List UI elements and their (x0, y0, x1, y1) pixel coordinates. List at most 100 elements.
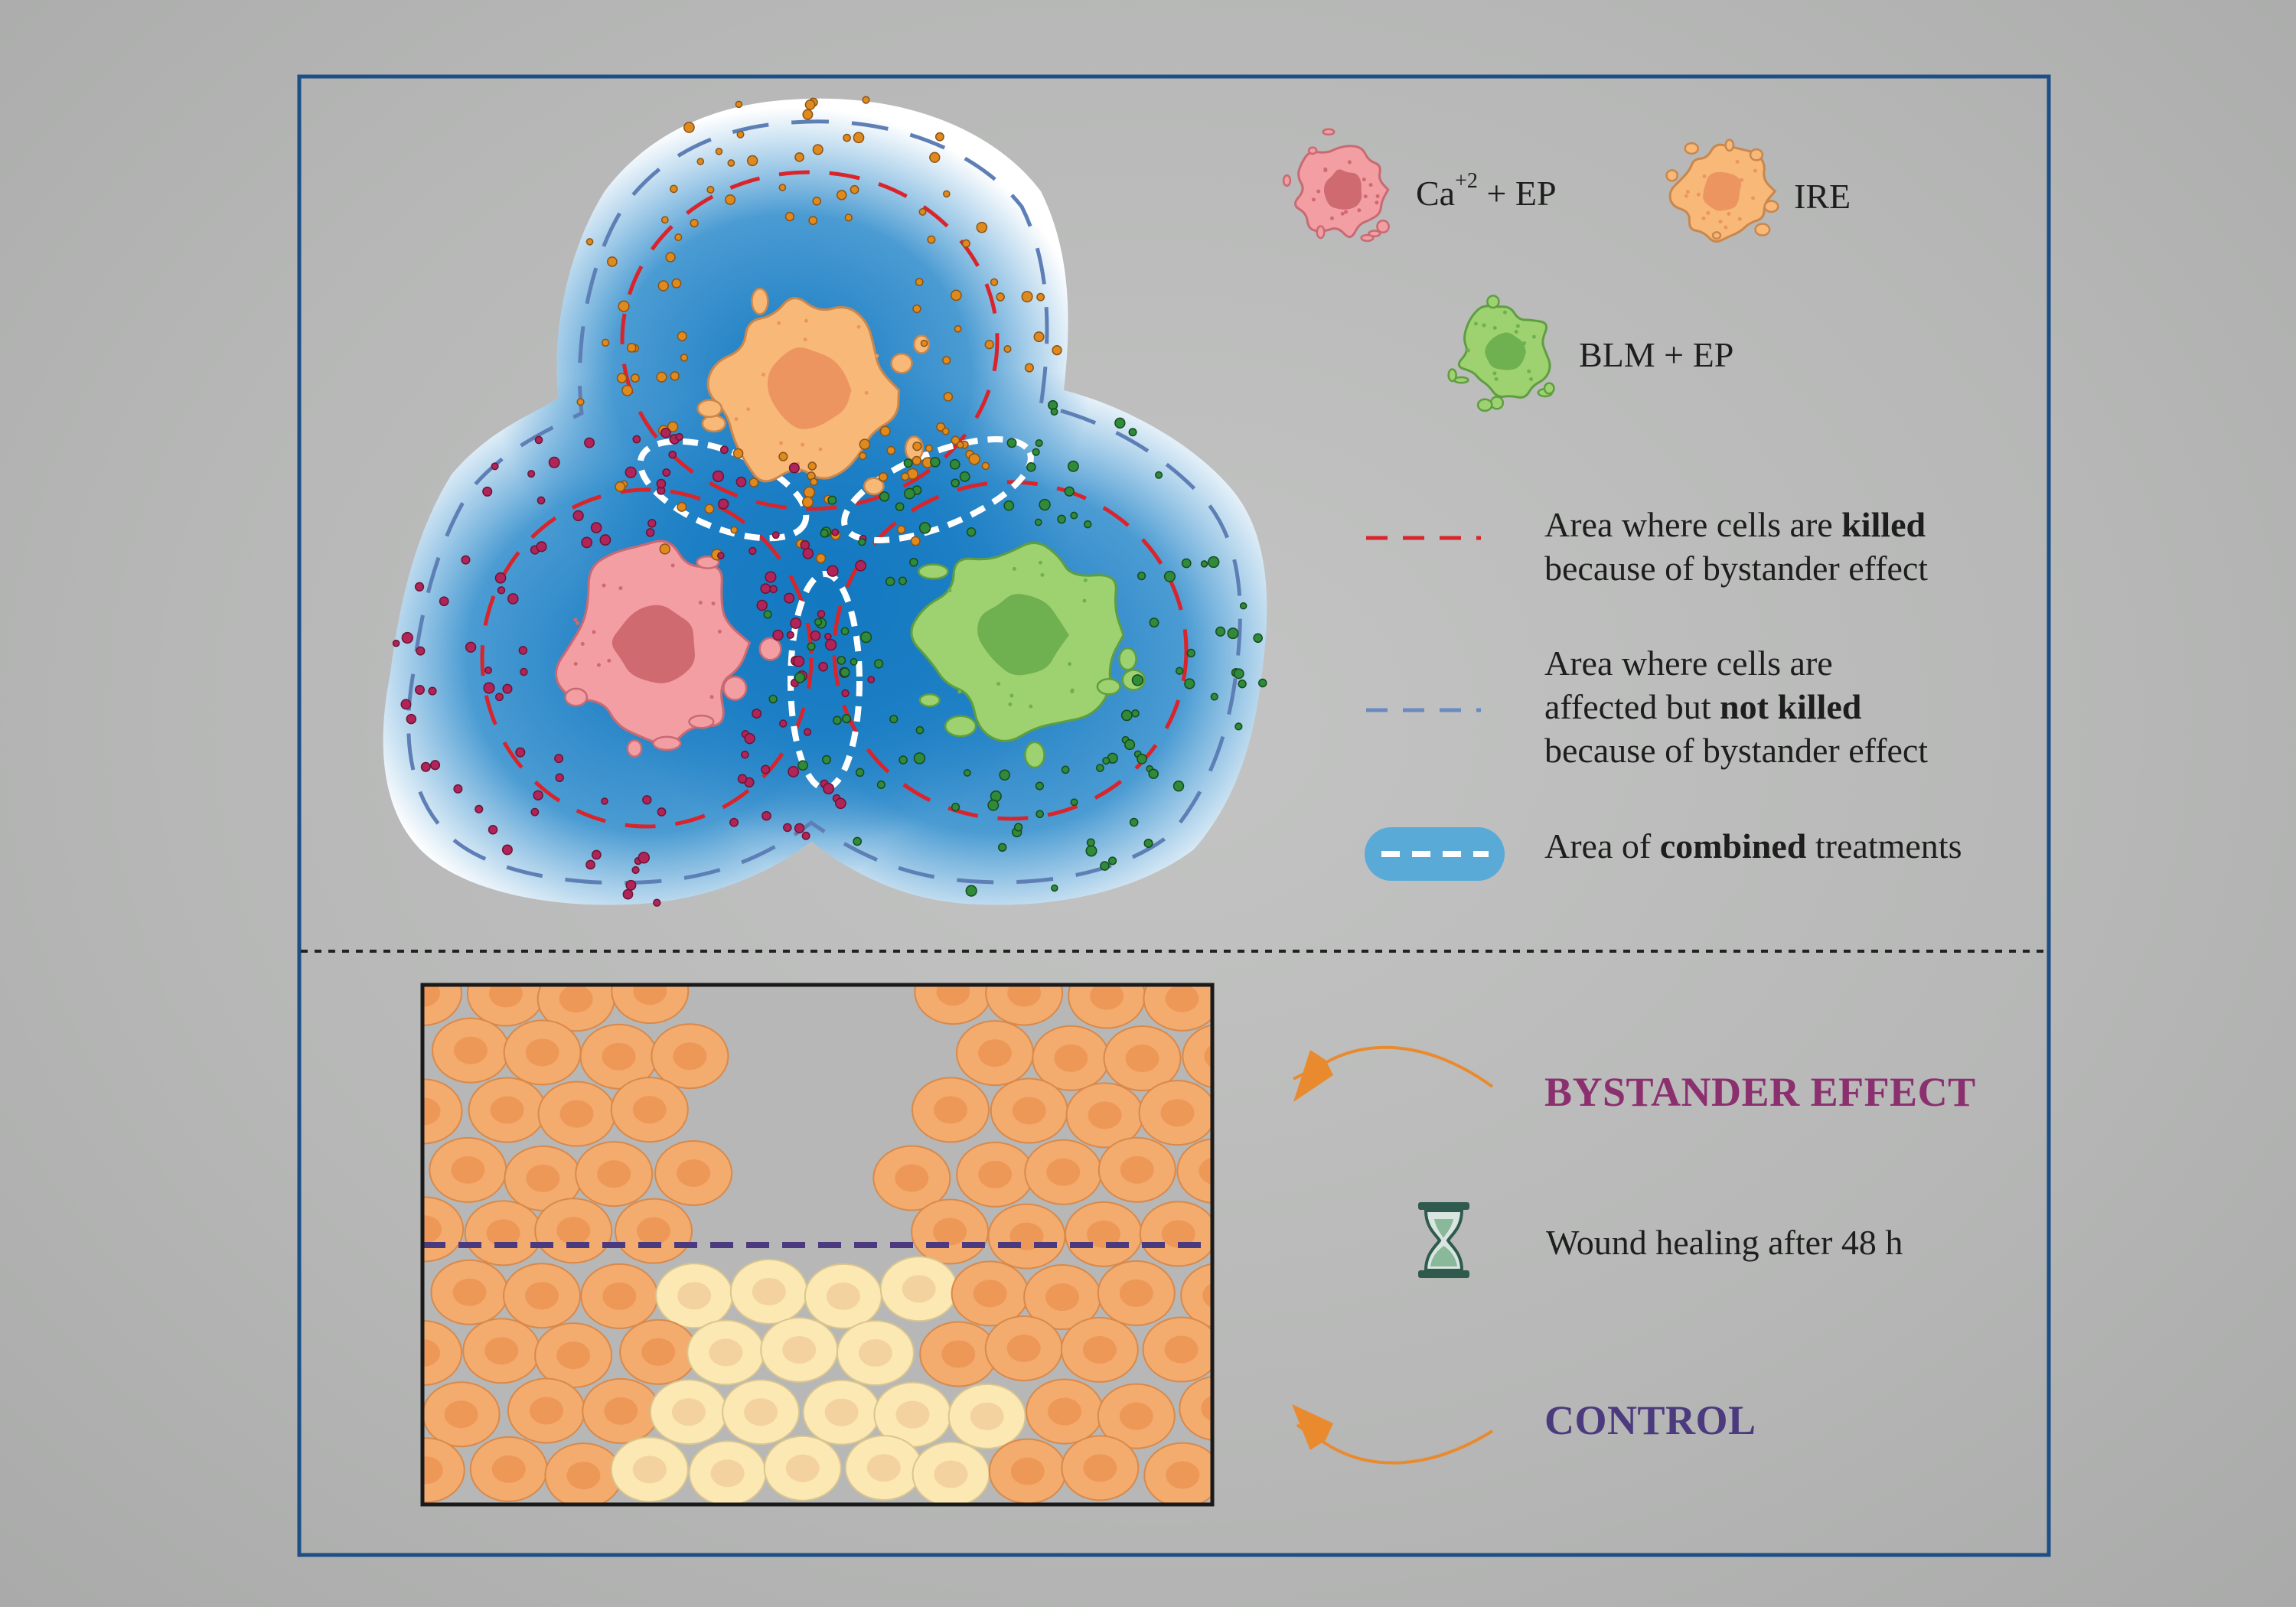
debris-dot (1034, 518, 1042, 526)
debris-dot (515, 747, 526, 758)
debris-dot (794, 672, 806, 683)
tissue-cell (1061, 1435, 1140, 1501)
debris-dot (520, 667, 528, 676)
tissue-cell (1180, 1263, 1212, 1328)
debris-dot (769, 585, 778, 594)
tissue-cell (911, 1198, 990, 1265)
control-label: CONTROL (1544, 1397, 1756, 1443)
debris-dot (645, 528, 655, 537)
debris-dot (1148, 768, 1159, 779)
debris-dot (642, 795, 652, 805)
debris-dot (950, 289, 962, 302)
debris-dot (909, 557, 918, 567)
healed-cell (947, 1383, 1026, 1449)
debris-dot (729, 817, 739, 827)
debris-dot (670, 184, 678, 194)
tissue-cell (1097, 1383, 1176, 1449)
healed-cell (687, 1319, 765, 1386)
debris-dot (943, 190, 951, 198)
debris-dot (934, 132, 944, 142)
debris-dot (401, 631, 413, 644)
tissue-cell (430, 1259, 509, 1325)
debris-dot (763, 610, 772, 619)
debris-dot (784, 211, 794, 222)
debris-dot (803, 486, 815, 498)
tissue-cell (990, 1077, 1068, 1144)
debris-dot (647, 519, 657, 528)
debris-dot (497, 586, 506, 595)
debris-dot (951, 435, 960, 445)
debris-dot (1137, 572, 1146, 581)
tissue-cell (503, 1019, 582, 1086)
debris-dot (415, 685, 425, 695)
tissue-cell (955, 1020, 1034, 1087)
debris-dot (675, 432, 683, 442)
debris-dot (788, 462, 800, 474)
debris-dot (534, 435, 543, 445)
debris-dot (572, 510, 584, 522)
debris-dot (1131, 674, 1144, 686)
debris-dot (601, 338, 610, 347)
debris-dot (631, 373, 640, 383)
wound-panel (422, 985, 1212, 1504)
debris-dot (1051, 884, 1058, 892)
debris-dot (653, 898, 661, 907)
debris-dot (1163, 570, 1176, 582)
debris-dot (1227, 627, 1239, 640)
tissue-cell (1032, 1025, 1110, 1091)
affected-desc-line1: Area where cells are (1544, 644, 1833, 683)
debris-dot (761, 764, 771, 774)
debris-dot (951, 803, 960, 812)
tissue-cell (651, 1023, 729, 1090)
debris-dot (850, 657, 858, 666)
tissue-cell (1139, 1201, 1212, 1267)
debris-dot (584, 437, 595, 448)
debris-dot (801, 496, 814, 508)
tissue-cell (534, 1198, 613, 1264)
debris-dot (1003, 500, 1015, 511)
debris-dot (1013, 823, 1023, 832)
debris-dot (840, 667, 850, 678)
debris-dot (824, 638, 837, 651)
debris-dot (963, 769, 971, 777)
debris-dot (732, 448, 744, 459)
legend-ca-superscript: +2 (1455, 169, 1478, 193)
debris-dot (690, 218, 699, 228)
healed-cell (763, 1435, 842, 1501)
combined-legend-swatch (1365, 827, 1505, 881)
debris-dot (879, 491, 890, 502)
debris-dot (807, 642, 816, 651)
wound-panel-border (420, 983, 1215, 1507)
debris-dot (621, 384, 634, 396)
debris-dot (876, 780, 885, 789)
debris-dot (533, 790, 543, 801)
tissue-cell (503, 1263, 582, 1329)
tissue-cell (466, 985, 545, 1027)
debris-dot (667, 421, 679, 432)
debris-dot (1021, 291, 1033, 303)
debris-dot (835, 797, 846, 810)
tissue-cell (422, 1437, 465, 1504)
blm-ep-legend-icon (1447, 295, 1555, 412)
tissue-cell (1060, 1316, 1139, 1383)
debris-dot (1083, 520, 1092, 529)
debris-dot (712, 470, 725, 483)
debris-dot (976, 221, 988, 233)
debris-dot (1234, 722, 1243, 731)
tissue-cell (619, 1319, 698, 1385)
debris-dot (1026, 462, 1036, 472)
tissue-cell (1211, 985, 1212, 1004)
debris-dot (414, 582, 425, 592)
debris-dot (827, 565, 839, 577)
debris-dot (576, 398, 585, 406)
debris-dot (912, 441, 922, 451)
debris-dot (736, 130, 745, 139)
debris-dot (912, 455, 922, 466)
healed-cell (879, 1256, 958, 1322)
debris-dot (954, 324, 962, 333)
debris-dot (925, 444, 933, 453)
debris-dot (1143, 838, 1153, 849)
tissue-cell (1138, 1080, 1212, 1146)
debris-dot (818, 661, 828, 672)
